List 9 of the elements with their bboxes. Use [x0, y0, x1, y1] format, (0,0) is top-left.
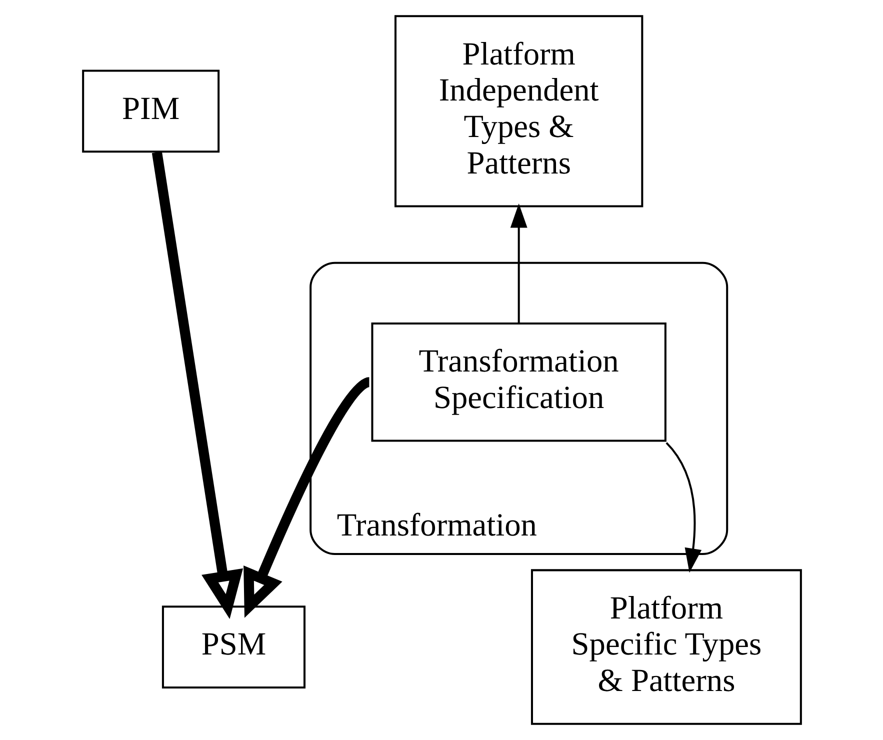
node-box: Transformation Specification [370, 322, 666, 442]
node-box: Platform Independent Types & Patterns [394, 15, 643, 208]
arrow [665, 442, 702, 573]
arrow [151, 152, 243, 620]
node-box: PIM [82, 70, 220, 153]
arrow [510, 204, 527, 323]
arrow [243, 377, 371, 618]
node-box: PSM [161, 606, 305, 688]
node-box: Platform Specific Types & Patterns [530, 569, 802, 725]
